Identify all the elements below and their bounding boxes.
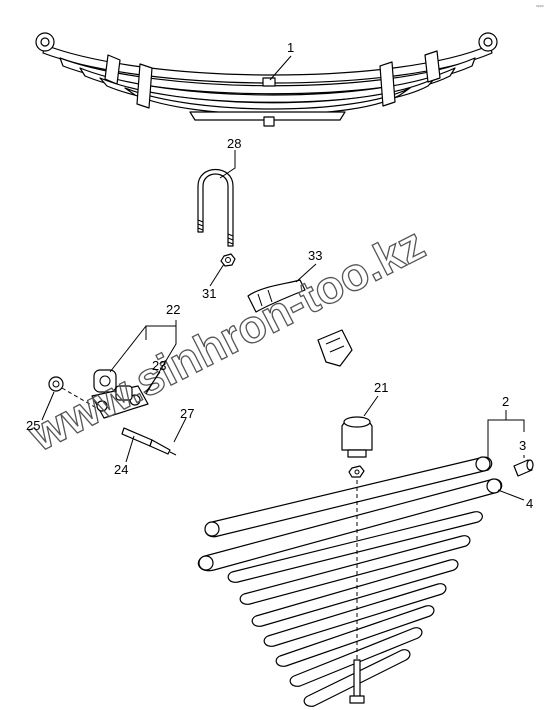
part-28-u-bolt xyxy=(197,169,234,247)
part-24-bolt xyxy=(121,427,153,447)
shackle-assembly xyxy=(48,369,177,456)
callout-22: 22 xyxy=(166,302,180,317)
callout-1: 1 xyxy=(287,40,294,55)
part-3-bushing xyxy=(513,459,534,477)
callout-28: 28 xyxy=(227,136,241,151)
callout-3: 3 xyxy=(519,438,526,453)
part-22-bushing xyxy=(93,369,117,393)
part-25-washer xyxy=(48,376,64,392)
callout-2: 2 xyxy=(502,394,509,409)
spring-bracket-fragment xyxy=(317,329,353,367)
part-1-leaf-spring-assembly xyxy=(35,32,498,127)
callout-24: 24 xyxy=(114,462,128,477)
callout-4: 4 xyxy=(526,496,533,511)
part-27-cotter-pin xyxy=(169,451,177,456)
part-33-pad xyxy=(247,279,306,313)
part-2-spring-leaves-stack xyxy=(197,456,534,707)
part-31-nut xyxy=(220,253,236,267)
callout-27: 27 xyxy=(180,406,194,421)
callout-25: 25 xyxy=(26,418,40,433)
callout-21: 21 xyxy=(374,380,388,395)
callout-labels: 1 28 31 33 22 23 25 24 27 21 2 3 4 xyxy=(26,40,533,511)
leader-lines xyxy=(41,55,525,501)
corner-mark: ᵃᵖᵖᵃ xyxy=(536,4,544,10)
callout-23: 23 xyxy=(152,358,166,373)
callout-31: 31 xyxy=(202,286,216,301)
callout-33: 33 xyxy=(308,248,322,263)
part-21-bumper xyxy=(341,416,373,478)
